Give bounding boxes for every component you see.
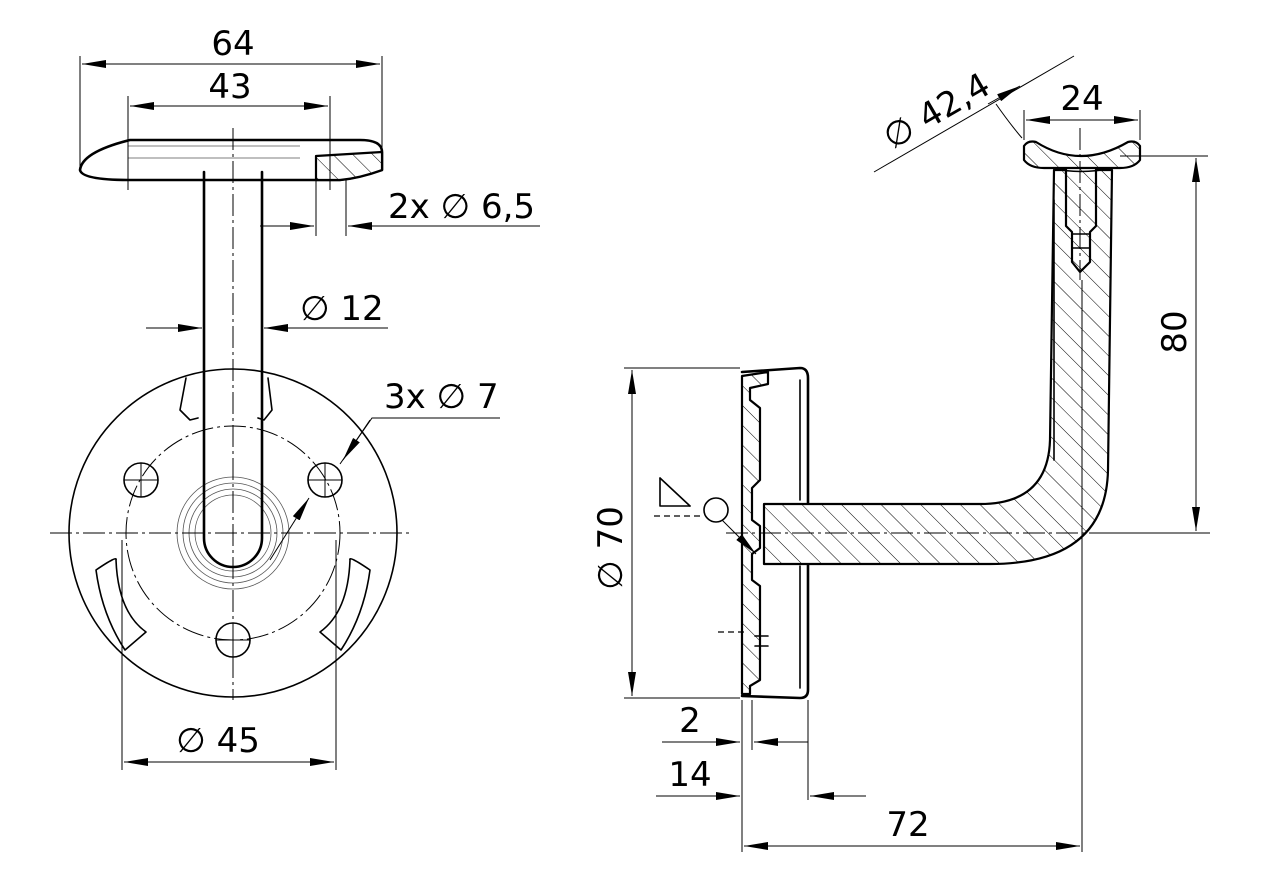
screw-body — [1064, 158, 1098, 274]
dim-label-45: ∅ 45 — [176, 721, 260, 761]
arm-section — [762, 168, 1114, 566]
dim-label-64: 64 — [211, 24, 254, 64]
dim-label-14: 14 — [668, 755, 711, 795]
slot-top-left — [179, 377, 199, 421]
saddle-section — [1022, 140, 1142, 170]
dim-label-43: 43 — [208, 67, 251, 107]
plate-section-hatch — [314, 150, 384, 182]
dim-label-2x65: 2x ∅ 6,5 — [388, 187, 535, 227]
dim-label-12: ∅ 12 — [300, 289, 384, 329]
dim-label-2: 2 — [679, 701, 701, 741]
dim-label-80: 80 — [1155, 310, 1195, 353]
weld-symbol-circle — [703, 497, 729, 523]
front-view: 64 43 2x ∅ 6,5 ∅ 12 3x ∅ 7 ∅ 45 — [50, 24, 540, 770]
dim-label-70: ∅ 70 — [591, 506, 631, 590]
side-view: ∅ 42,4 24 80 ∅ 70 2 14 72 — [591, 55, 1210, 852]
slot-bottom-left — [95, 557, 147, 651]
slot-top-right — [257, 377, 273, 421]
dim-label-3x7: 3x ∅ 7 — [384, 377, 499, 417]
dim-label-24: 24 — [1060, 79, 1103, 119]
slot-bottom-right — [319, 557, 371, 651]
dim-label-72: 72 — [886, 805, 929, 845]
